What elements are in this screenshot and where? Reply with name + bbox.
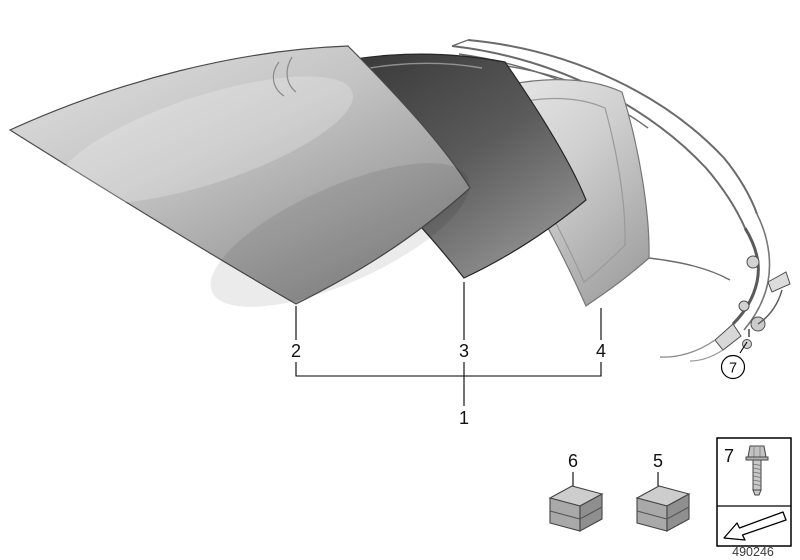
- screw-icon: [745, 445, 769, 496]
- callout-6[interactable]: 6: [568, 451, 578, 471]
- kit-box-icon-5: [635, 485, 691, 532]
- callout-7-circled-label: 7: [729, 361, 737, 377]
- callout-5[interactable]: 5: [653, 451, 663, 471]
- part-2-front-roof-shell: [8, 45, 471, 305]
- callout-3[interactable]: 3: [459, 341, 469, 361]
- legend-screw-box: 7: [716, 437, 792, 547]
- callout-7-circled[interactable]: 7: [720, 354, 746, 380]
- callout-2[interactable]: 2: [291, 341, 301, 361]
- callout-7-box[interactable]: 7: [724, 446, 734, 466]
- callout-lines: [295, 282, 750, 486]
- diagram-number: 490246: [732, 545, 774, 559]
- part-2-shadow: [210, 163, 470, 307]
- kit-box-icon-6: [548, 485, 604, 532]
- cables: [272, 56, 297, 97]
- roof-drive-mechanism: [659, 213, 791, 362]
- callout-4[interactable]: 4: [596, 341, 606, 361]
- direction-arrow-icon: [723, 511, 787, 541]
- part-2-reflection: [56, 76, 354, 204]
- callout-1[interactable]: 1: [459, 408, 469, 428]
